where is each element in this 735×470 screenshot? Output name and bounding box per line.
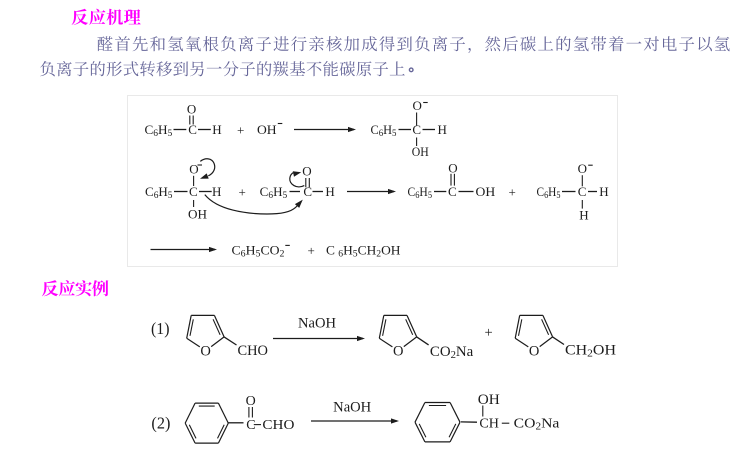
- svg-text:OH: OH: [476, 184, 496, 199]
- svg-text:CH: CH: [479, 417, 499, 432]
- svg-text:NaOH: NaOH: [333, 399, 372, 415]
- svg-text:OH: OH: [257, 122, 277, 137]
- svg-text:C: C: [303, 184, 312, 199]
- svg-text:O: O: [200, 343, 210, 359]
- svg-text:CH2OH: CH2OH: [565, 343, 617, 360]
- svg-text:O: O: [529, 343, 539, 359]
- svg-text:CHO: CHO: [262, 418, 294, 433]
- svg-text:+: +: [308, 243, 315, 258]
- svg-text:O: O: [246, 394, 256, 409]
- svg-text:C6H5CO2: C6H5CO2: [232, 243, 285, 260]
- svg-text:CHO: CHO: [238, 343, 269, 359]
- svg-text:C6H5: C6H5: [371, 122, 397, 139]
- svg-text:C6H5: C6H5: [408, 184, 433, 201]
- svg-text:O: O: [448, 160, 457, 175]
- svg-text:CO2Na: CO2Na: [514, 417, 561, 433]
- svg-text:C 6H5CH2OH: C 6H5CH2OH: [326, 243, 401, 260]
- svg-text:H: H: [599, 184, 608, 199]
- svg-text:C6H5: C6H5: [145, 122, 173, 139]
- svg-text:O: O: [302, 164, 311, 179]
- svg-text:C: C: [189, 184, 198, 199]
- svg-text:H: H: [579, 208, 588, 223]
- svg-text:H: H: [325, 184, 334, 199]
- svg-text:H: H: [212, 184, 221, 199]
- svg-text:CO2Na: CO2Na: [430, 344, 474, 361]
- svg-text:+: +: [237, 123, 244, 138]
- svg-text:+: +: [239, 185, 246, 200]
- svg-text:C: C: [578, 184, 587, 199]
- svg-text:NaOH: NaOH: [298, 316, 337, 332]
- svg-text:O: O: [413, 98, 422, 113]
- svg-text:C: C: [412, 122, 421, 137]
- svg-text:O: O: [187, 102, 196, 117]
- svg-text:C6H5: C6H5: [145, 184, 173, 201]
- svg-text:O: O: [189, 161, 198, 176]
- svg-text:H: H: [212, 122, 221, 137]
- svg-text:C: C: [246, 418, 255, 433]
- svg-text:+: +: [509, 185, 516, 200]
- svg-text:OH: OH: [478, 392, 501, 408]
- svg-text:C: C: [448, 184, 457, 199]
- svg-text:O: O: [578, 161, 587, 176]
- svg-text:OH: OH: [188, 207, 207, 222]
- svg-text:+: +: [485, 325, 493, 341]
- svg-text:(2): (2): [151, 414, 170, 433]
- svg-text:C: C: [188, 122, 197, 137]
- svg-text:(1): (1): [151, 319, 170, 338]
- svg-text:C6H5: C6H5: [537, 184, 561, 201]
- svg-text:O: O: [393, 343, 403, 359]
- svg-text:OH: OH: [412, 144, 429, 159]
- svg-text:H: H: [438, 122, 447, 137]
- svg-text:C6H5: C6H5: [260, 184, 288, 201]
